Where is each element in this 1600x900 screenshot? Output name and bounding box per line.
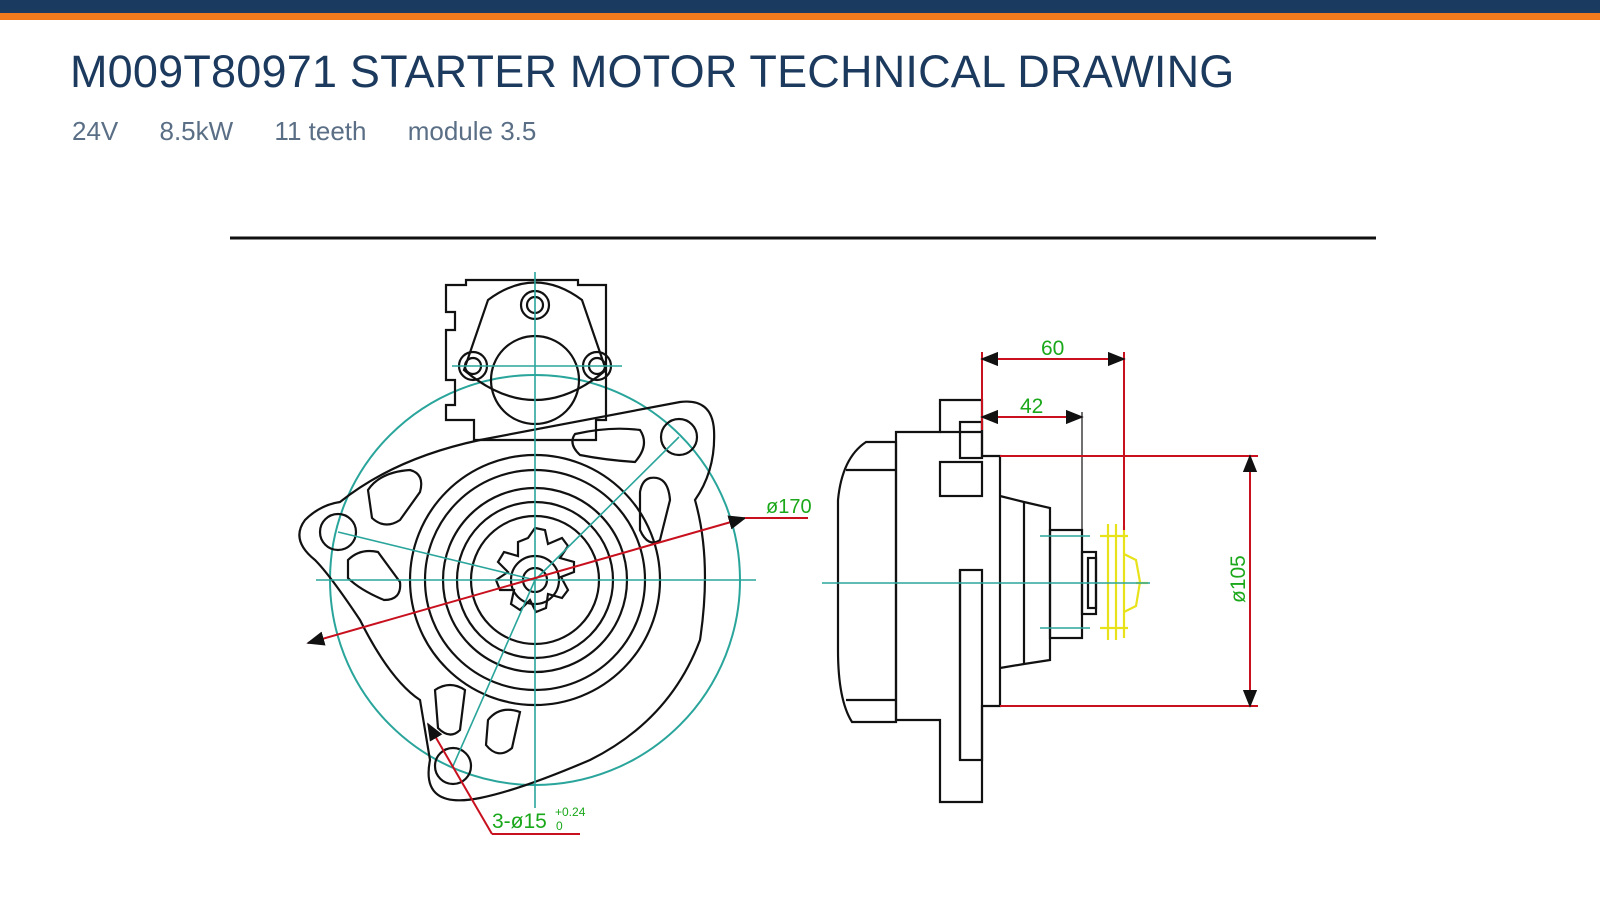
page-title: M009T80971 STARTER MOTOR TECHNICAL DRAWI… <box>70 46 1235 97</box>
side-view <box>836 398 1098 804</box>
side-pinion <box>1100 524 1148 640</box>
dim-diameter-170: ø170 <box>766 496 812 518</box>
spec-power: 8.5kW <box>159 116 234 146</box>
dim-length-42: 42 <box>1020 395 1043 418</box>
front-view <box>298 278 741 802</box>
hole-callout: 3-ø15 +0.24 0 <box>427 722 586 835</box>
dim-hole-spec: 3-ø15 <box>492 810 547 833</box>
side-center-lines <box>822 535 1150 629</box>
spec-voltage: 24V <box>72 116 119 146</box>
spec-teeth: 11 teeth <box>274 116 367 146</box>
header-bar-orange <box>0 13 1600 20</box>
dim-hole-tol-upper: +0.24 <box>555 805 586 819</box>
spec-line: 24V 8.5kW 11 teeth module 3.5 <box>72 116 570 147</box>
dim-hole-tol-lower: 0 <box>556 819 563 833</box>
spec-module: module 3.5 <box>407 116 537 146</box>
mounting-hole <box>659 417 699 457</box>
front-center-lines <box>316 272 756 808</box>
diameter-170-dimension: ø170 <box>306 496 812 646</box>
flange-outline <box>298 400 716 802</box>
dim-diameter-105: ø105 <box>1227 555 1250 603</box>
side-flange <box>894 398 1002 804</box>
mounting-hole <box>433 746 473 786</box>
motor-body <box>836 440 898 724</box>
dim-length-60: 60 <box>1041 337 1064 360</box>
pilot-diameter-dimension <box>1000 454 1258 708</box>
header-bar-navy <box>0 0 1600 13</box>
length-dimensions <box>980 351 1126 530</box>
